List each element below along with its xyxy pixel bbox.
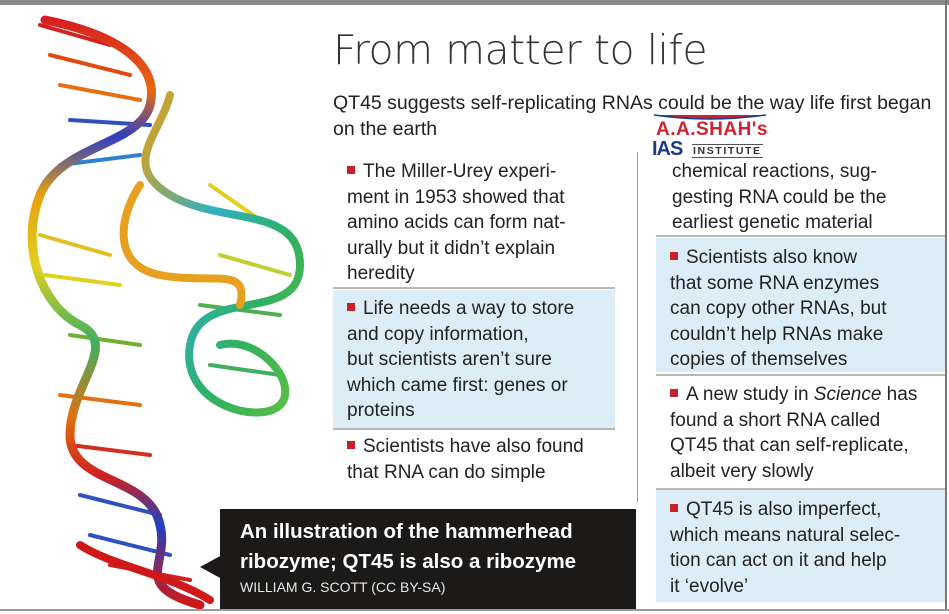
fact-item: The Miller-Urey experi- ment in 1953 sho… xyxy=(333,157,615,287)
fact-text-before: A new study in xyxy=(686,384,814,405)
fact-text: QT45 is also imperfect, which means natu… xyxy=(670,499,901,597)
fact-item: chemical reactions, sug- gesting RNA cou… xyxy=(656,157,945,235)
column-divider xyxy=(637,152,638,502)
separator xyxy=(333,428,615,430)
fact-item-highlight: Life needs a way to store and copy infor… xyxy=(333,290,615,428)
logo-name: A.A.SHAH's xyxy=(656,119,768,140)
caption-text: An illustration of the hammerhead ribozy… xyxy=(240,520,577,573)
bullet-icon xyxy=(347,166,355,174)
backbone-strand-1 xyxy=(27,15,205,610)
fact-text: The Miller-Urey experi- ment in 1953 sho… xyxy=(347,161,566,284)
journal-name: Science xyxy=(813,384,882,405)
bottom-border xyxy=(0,609,949,611)
subtitle: QT45 suggests self-replicating RNAs coul… xyxy=(333,92,932,140)
logo-ias: IAS xyxy=(652,138,683,160)
fact-text: Scientists have also found that RNA can … xyxy=(347,436,584,483)
bullet-icon xyxy=(670,389,678,397)
bullet-icon xyxy=(670,504,678,512)
backbone-strand-2 xyxy=(141,91,305,417)
fact-item-highlight: Scientists also know that some RNA enzym… xyxy=(656,238,945,372)
backbone-strand-4 xyxy=(76,541,214,604)
bullet-icon xyxy=(347,441,355,449)
bullet-icon xyxy=(670,252,678,260)
separator xyxy=(333,287,615,289)
ribozyme-illustration xyxy=(27,15,305,610)
fact-text: Scientists also know that some RNA enzym… xyxy=(670,247,887,370)
separator xyxy=(656,235,945,237)
fact-item-highlight: QT45 is also imperfect, which means natu… xyxy=(656,490,945,602)
fact-text: Life needs a way to store and copy infor… xyxy=(347,298,575,421)
bullet-icon xyxy=(347,303,355,311)
fact-item: Scientists have also found that RNA can … xyxy=(333,432,615,492)
right-border xyxy=(945,0,947,610)
separator xyxy=(656,374,945,376)
logo-institute: INSTITUTE xyxy=(692,144,763,158)
separator xyxy=(656,488,945,490)
institute-logo: A.A.SHAH's IAS INSTITUTE xyxy=(652,114,770,160)
image-caption: An illustration of the hammerhead ribozy… xyxy=(220,509,636,609)
logo-arc-icon xyxy=(653,114,767,120)
backbone-strand-3 xyxy=(119,181,246,309)
top-border xyxy=(0,0,949,5)
fact-text: chemical reactions, sug- gesting RNA cou… xyxy=(672,161,887,233)
page-title: From matter to life xyxy=(333,26,708,74)
fact-text-after: has found a short RNA called QT45 that c… xyxy=(670,384,918,482)
fact-item: A new study in Science has found a short… xyxy=(656,380,945,488)
caption-credit: WILLIAM G. SCOTT (CC BY-SA) xyxy=(240,579,446,595)
caption-pointer xyxy=(200,555,222,579)
